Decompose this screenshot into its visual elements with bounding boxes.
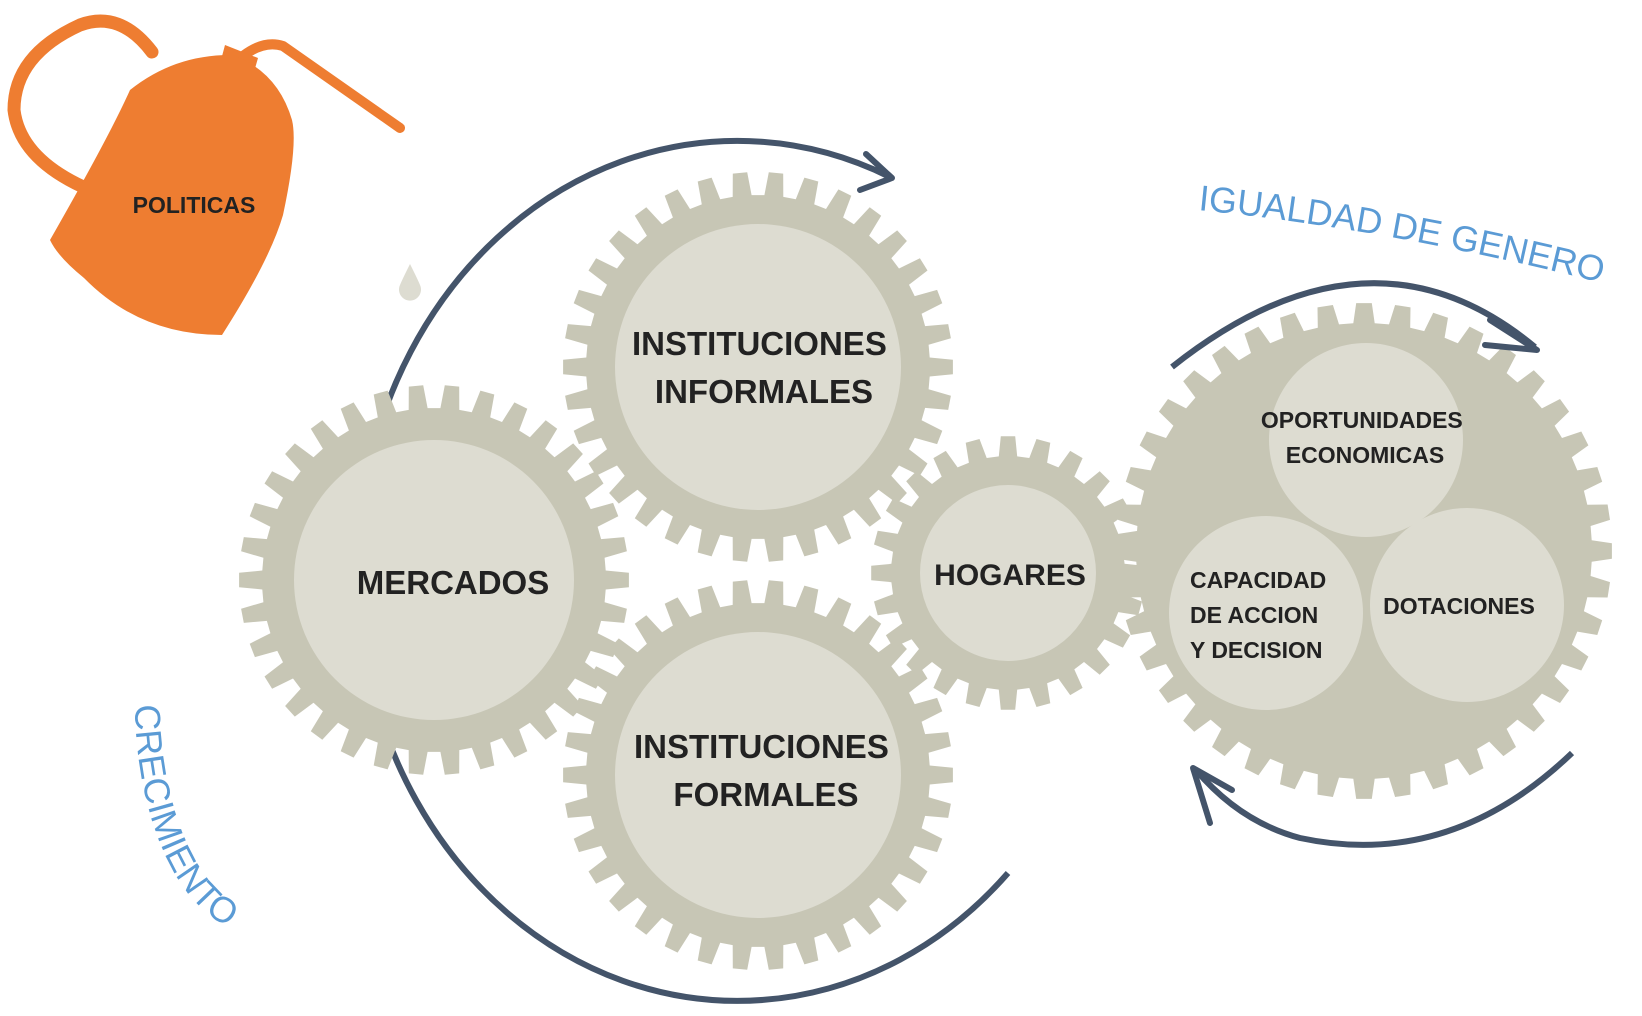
circle-capacidad <box>1169 516 1363 710</box>
gear-instituciones-informales: INSTITUCIONES INFORMALES <box>563 172 953 562</box>
gear-hogares: HOGARES <box>871 436 1145 710</box>
gear-label-line: INSTITUCIONES <box>632 325 887 362</box>
crecimiento-label: CRECIMIENTO <box>127 704 246 935</box>
oil-can-handle <box>7 14 159 197</box>
gear-label-line: Y DECISION <box>1190 637 1323 663</box>
gear-label-line: DOTACIONES <box>1383 593 1535 619</box>
gear-label-line: FORMALES <box>673 776 858 813</box>
arrowhead-right-icon <box>1482 317 1540 353</box>
gear-label-line: INSTITUCIONES <box>634 728 889 765</box>
gear-mercados: MERCADOS <box>239 385 629 775</box>
gear-instituciones-formales: INSTITUCIONES FORMALES <box>563 580 953 970</box>
gear-label: MERCADOS <box>357 564 550 601</box>
oil-can-icon: POLITICAS <box>7 14 405 336</box>
gear-center <box>294 440 574 720</box>
gear-label-line: INFORMALES <box>655 373 873 410</box>
oil-can-body <box>50 54 294 336</box>
gear-label-line: HOGARES <box>934 559 1086 592</box>
dotaciones-label: DOTACIONES <box>1383 593 1535 619</box>
gear-label: HOGARES <box>934 559 1086 592</box>
gear-label: INSTITUCIONES INFORMALES <box>632 325 896 410</box>
igualdad-de-genero-text: IGUALDAD DE GENERO <box>1197 177 1609 290</box>
gender-cycle-arc-top <box>1170 280 1537 370</box>
gear-label-line: DE ACCION <box>1190 602 1318 628</box>
crecimiento-text: CRECIMIENTO <box>127 704 246 935</box>
gear-center <box>615 632 901 918</box>
arrowhead-left-icon <box>1190 765 1235 826</box>
igualdad-de-genero-label: IGUALDAD DE GENERO <box>1197 177 1609 290</box>
circle-oportunidades <box>1269 343 1463 537</box>
gear-label-line: ECONOMICAS <box>1286 442 1444 468</box>
oportunidades-label: OPORTUNIDADES ECONOMICAS <box>1261 407 1469 468</box>
circle-dotaciones <box>1370 508 1564 702</box>
gear-label: INSTITUCIONES FORMALES <box>634 728 898 813</box>
gear-label-line: CAPACIDAD <box>1190 567 1326 593</box>
gear-label-line: OPORTUNIDADES <box>1261 407 1463 433</box>
politicas-label: POLITICAS <box>133 192 256 218</box>
gear-center <box>615 224 901 510</box>
capacidad-label: CAPACIDAD DE ACCION Y DECISION <box>1190 567 1333 663</box>
gender-cycle-arrows <box>1170 280 1575 848</box>
gear-center <box>920 485 1096 661</box>
growth-arrowhead-icon <box>857 151 895 193</box>
gender-cycle-arc-bottom <box>1193 750 1575 848</box>
gear-igualdad-de-genero: OPORTUNIDADES ECONOMICAS CAPACIDAD DE AC… <box>1116 303 1612 799</box>
oil-drop-icon <box>399 264 421 301</box>
gear-label-line: MERCADOS <box>357 564 550 601</box>
